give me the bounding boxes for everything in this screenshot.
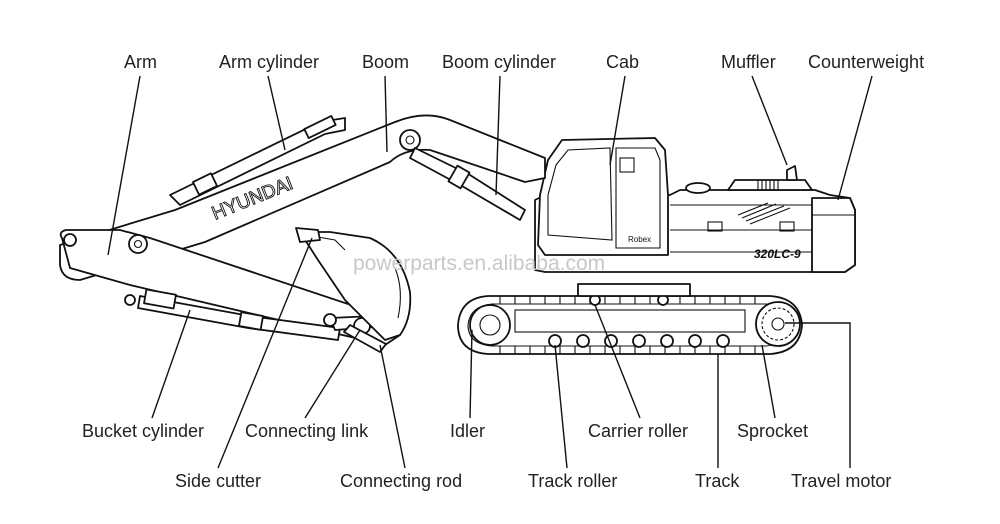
leader-sprocket bbox=[761, 344, 776, 419]
label-counterweight: Counterweight bbox=[808, 52, 924, 72]
label-track-roller: Track roller bbox=[528, 471, 617, 491]
carrier-rollers bbox=[589, 294, 669, 306]
leader-cab bbox=[609, 75, 626, 166]
excavator-illustration: 320LC-9 Robex HYUNDAI bbox=[59, 114, 856, 355]
leader-connecting-rod bbox=[379, 344, 406, 469]
leader-side-cutter bbox=[217, 237, 313, 469]
label-cab: Cab bbox=[606, 52, 639, 72]
idler-wheel bbox=[469, 304, 511, 346]
track-assembly bbox=[457, 283, 803, 355]
sprocket-wheel bbox=[755, 301, 801, 347]
label-side-cutter: Side cutter bbox=[175, 471, 261, 491]
label-sprocket: Sprocket bbox=[737, 421, 808, 441]
muffler-pipe bbox=[786, 165, 798, 181]
counterweight-block bbox=[811, 197, 856, 273]
label-boom: Boom bbox=[362, 52, 409, 72]
leader-boom-cylinder bbox=[495, 75, 501, 196]
label-carrier-roller: Carrier roller bbox=[588, 421, 688, 441]
leader-arm bbox=[107, 75, 141, 256]
track-rollers bbox=[548, 334, 730, 348]
part-labels: Arm Arm cylinder Boom Boom cylinder Cab … bbox=[82, 52, 924, 491]
leader-boom bbox=[384, 75, 388, 153]
arm-assembly bbox=[59, 229, 401, 346]
label-bucket-cylinder: Bucket cylinder bbox=[82, 421, 204, 441]
watermark: powerparts.en.alibaba.com bbox=[353, 252, 605, 275]
label-boom-cylinder: Boom cylinder bbox=[442, 52, 556, 72]
bucket-cylinder-assembly bbox=[124, 288, 341, 341]
label-travel-motor: Travel motor bbox=[791, 471, 891, 491]
cab-badge: Robex bbox=[628, 235, 651, 244]
leader-lines bbox=[107, 75, 873, 469]
label-connecting-link: Connecting link bbox=[245, 421, 369, 441]
leader-arm-cylinder bbox=[267, 75, 286, 151]
leader-muffler bbox=[751, 75, 788, 166]
label-connecting-rod: Connecting rod bbox=[340, 471, 462, 491]
label-muffler: Muffler bbox=[721, 52, 776, 72]
leader-idler bbox=[469, 329, 473, 419]
boom-cylinder-body bbox=[409, 147, 526, 221]
leader-track-roller bbox=[554, 344, 568, 469]
leader-connecting-link bbox=[304, 329, 361, 419]
label-track: Track bbox=[695, 471, 740, 491]
label-arm: Arm bbox=[124, 52, 157, 72]
upper-structure: 320LC-9 Robex bbox=[534, 137, 856, 273]
arm-cylinder-assembly bbox=[169, 115, 346, 206]
leader-bucket-cylinder bbox=[151, 309, 191, 419]
bucket bbox=[295, 227, 412, 341]
label-arm-cylinder: Arm cylinder bbox=[219, 52, 319, 72]
model-badge: 320LC-9 bbox=[754, 247, 801, 261]
label-idler: Idler bbox=[450, 421, 485, 441]
leader-carrier-roller bbox=[594, 304, 641, 419]
leader-counterweight bbox=[837, 75, 873, 201]
leader-travel-motor bbox=[785, 322, 851, 468]
